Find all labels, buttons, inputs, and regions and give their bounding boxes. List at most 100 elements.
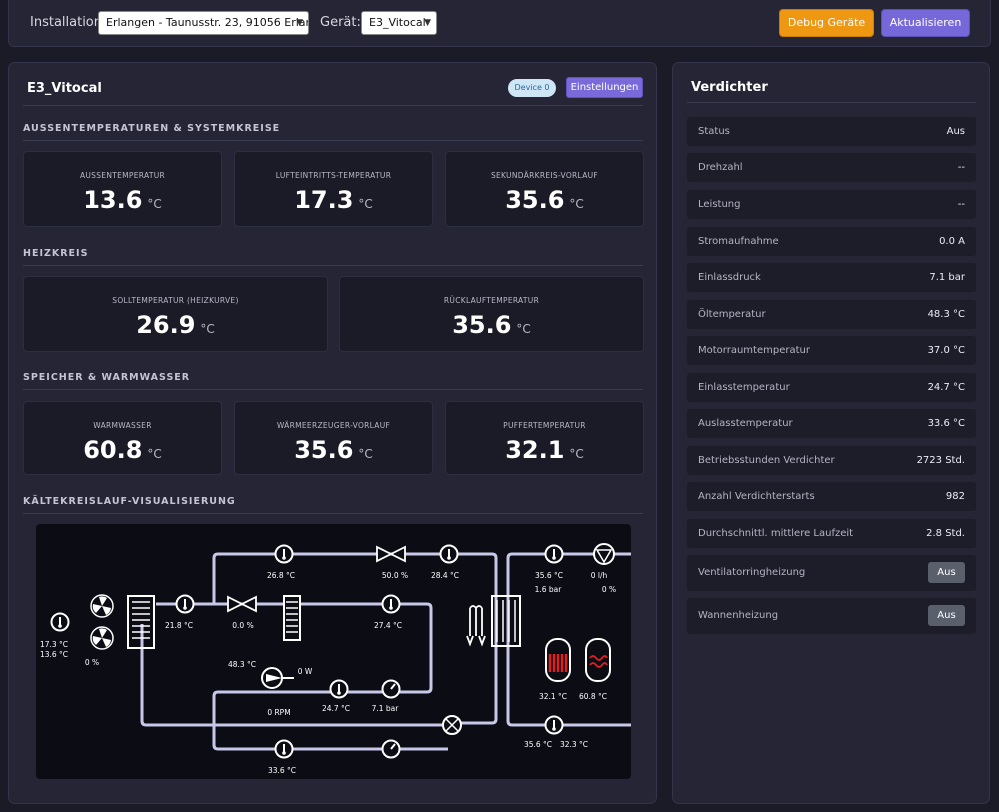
card-value: 26.9°C <box>136 311 215 339</box>
evaporator-icon <box>127 595 155 649</box>
card-label: WÄRMEERZEUGER-VORLAUF <box>276 421 391 430</box>
label-dhw: 60.8 °C <box>579 692 607 701</box>
device-select[interactable]: E3_Vitocal ▼ <box>361 11 437 35</box>
label-pump: 0 % <box>602 585 616 594</box>
card-label: AUSSENTEMPERATUR <box>79 171 166 180</box>
section-title-outside: AUSSENTEMPERATUREN & SYSTEMKREISE <box>23 123 281 134</box>
label-sec-temp: 35.6 °C <box>535 571 563 580</box>
card-value: 13.6°C <box>83 186 162 214</box>
label-bottom: 33.6 °C <box>268 766 296 775</box>
thermometer-icon <box>381 594 401 614</box>
installation-label: Installation: <box>30 15 107 30</box>
fan-icon <box>90 594 114 618</box>
device-select-value: E3_Vitocal <box>369 16 426 29</box>
label-suction-pressure: 7.1 bar <box>372 704 400 713</box>
label-supply-temp: 32.3 °C <box>560 740 588 749</box>
label-return-temp: 35.6 °C <box>524 740 552 749</box>
label-exp-valve1: 0.0 % <box>232 621 253 630</box>
expansion-valve-icon <box>376 546 406 562</box>
section-title-storage: SPEICHER & WARMWASSER <box>23 372 191 383</box>
heating-rod-icon <box>466 605 486 647</box>
card-label: LUFTEINTRITTS-TEMPERATUR <box>275 171 392 180</box>
card-label: PUFFERTEMPERATUR <box>503 421 586 430</box>
label-power: 0 W <box>298 667 313 676</box>
label-buffer: 32.1 °C <box>539 692 567 701</box>
installation-select[interactable]: Erlangen - Taunusstr. 23, 91056 Erlangen… <box>98 11 309 35</box>
section-divider <box>23 265 643 266</box>
thermometer-icon <box>544 715 564 735</box>
card-heat-generator-flow: WÄRMEERZEUGER-VORLAUF 35.6°C <box>234 401 433 475</box>
label-mid: 27.4 °C <box>374 621 402 630</box>
label-evap-out: 21.8 °C <box>165 621 193 630</box>
label-top-right: 28.4 °C <box>431 571 459 580</box>
compressor-title: Verdichter <box>691 80 768 95</box>
section-title-viz: KÄLTEKREISLAUF-VISUALISIERUNG <box>23 496 236 507</box>
refresh-button[interactable]: Aktualisieren <box>881 9 970 37</box>
debug-devices-button[interactable]: Debug Geräte <box>779 9 874 37</box>
section-title-heating: HEIZKREIS <box>23 248 89 259</box>
card-air-inlet-temp: LUFTEINTRITTS-TEMPERATUR 17.3°C <box>234 151 433 227</box>
label-air-out: 13.6 °C <box>40 650 68 659</box>
card-value: 17.3°C <box>294 186 373 214</box>
device-badge: Device 0 <box>508 79 556 97</box>
expansion-valve-icon <box>227 596 257 612</box>
chevron-down-icon: ▼ <box>296 18 303 28</box>
pressure-gauge-icon <box>381 679 401 699</box>
thermometer-icon <box>329 679 349 699</box>
label-sec-pressure: 1.6 bar <box>535 585 563 594</box>
device-label: Gerät: <box>320 15 361 30</box>
section-divider <box>23 389 643 390</box>
settings-button[interactable]: Einstellungen <box>566 77 643 98</box>
card-label: SOLLTEMPERATUR (HEIZKURVE) <box>112 296 239 305</box>
card-value: 35.6°C <box>452 311 531 339</box>
buffer-tank-icon <box>545 638 571 682</box>
card-target-temp: SOLLTEMPERATUR (HEIZKURVE) 26.9°C <box>23 276 328 352</box>
condenser-icon <box>283 595 301 641</box>
four-way-valve-icon <box>442 715 462 735</box>
chevron-down-icon: ▼ <box>424 18 431 28</box>
row-fan-ring-heater: Ventilatorringheizung Aus <box>687 555 976 591</box>
label-fan: 0 % <box>85 658 99 667</box>
card-value: 35.6°C <box>505 186 584 214</box>
card-label: WARMWASSER <box>93 421 152 430</box>
device-title: E3_Vitocal <box>27 81 102 96</box>
thermometer-icon <box>544 544 564 564</box>
installation-select-value: Erlangen - Taunusstr. 23, 91056 Erlangen <box>106 16 308 29</box>
card-buffer-temp: PUFFERTEMPERATUR 32.1°C <box>445 401 644 475</box>
hot-water-tank-icon <box>585 638 611 682</box>
card-label: SEKUNDÄRKREIS-VORLAUF <box>490 171 599 180</box>
refrigerant-pipes <box>140 552 631 751</box>
compressor-icon <box>261 667 294 689</box>
top-bar: Installation: Erlangen - Taunusstr. 23, … <box>8 0 991 47</box>
refrigerant-cycle-visualization: 17.3 °C 13.6 °C 0 % 21.8 °C 0.0 % 26.8 °… <box>36 524 631 779</box>
device-panel: E3_Vitocal Device 0 Einstellungen AUSSEN… <box>8 62 657 804</box>
label-top-left: 26.8 °C <box>267 571 295 580</box>
card-hot-water: WARMWASSER 60.8°C <box>23 401 222 475</box>
card-value: 60.8°C <box>83 436 162 464</box>
label-air-in: 17.3 °C <box>40 640 68 649</box>
label-suction-temp: 24.7 °C <box>322 704 350 713</box>
sump-heater-toggle[interactable]: Aus <box>928 605 965 626</box>
card-return-temp: RÜCKLAUFTEMPERATUR 35.6°C <box>339 276 644 352</box>
cycle-diagram: 17.3 °C 13.6 °C 0 % 21.8 °C 0.0 % 26.8 °… <box>40 543 631 775</box>
card-label: RÜCKLAUFTEMPERATUR <box>443 296 540 305</box>
row-sump-heater: Wannenheizung Aus <box>687 598 976 634</box>
section-divider <box>23 513 643 514</box>
label-flow: 0 l/h <box>591 571 608 580</box>
title-divider <box>23 105 643 106</box>
label-oil: 48.3 °C <box>228 660 256 669</box>
label-exp-valve2: 50.0 % <box>382 571 408 580</box>
fan-ring-heater-toggle[interactable]: Aus <box>928 562 965 583</box>
thermometer-icon <box>175 594 195 614</box>
pressure-gauge-icon <box>381 739 401 759</box>
card-outside-temp: AUSSENTEMPERATUR 13.6°C <box>23 151 222 227</box>
